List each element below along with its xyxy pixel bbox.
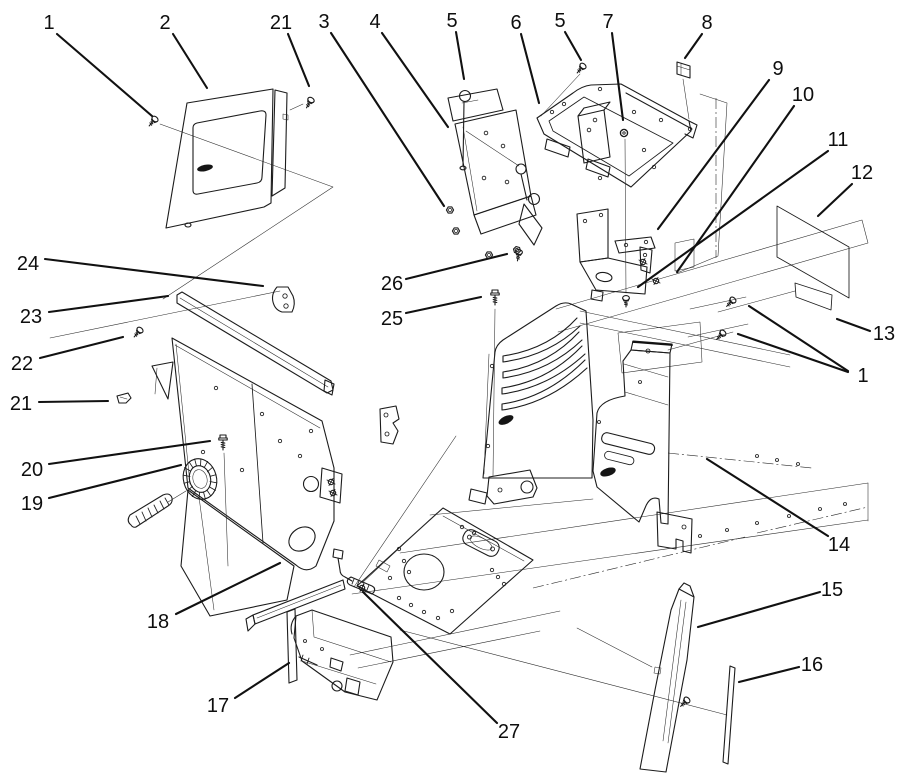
side-panel-14 (592, 340, 673, 525)
battery-tray-assembly (536, 61, 698, 294)
callout-25: 25 (381, 308, 403, 330)
clip-21-left (116, 392, 132, 404)
callout-26: 26 (381, 273, 403, 295)
leader-line-18 (174, 561, 282, 616)
callout-11: 11 (828, 129, 849, 151)
leader-line-22 (38, 335, 125, 360)
callout-15: 15 (821, 579, 843, 601)
callout-12: 12 (851, 162, 873, 184)
latch-rod-27 (332, 548, 376, 595)
toro-logo (197, 164, 213, 172)
callout-21: 21 (10, 393, 32, 415)
mount-bracket-assembly (445, 88, 543, 263)
leader-line-8 (683, 32, 704, 60)
leader-line-15 (696, 590, 822, 629)
toro-logo (600, 467, 616, 477)
cab-door-assembly (146, 88, 316, 229)
leader-line-6 (519, 32, 541, 105)
leader-line-1 (736, 332, 850, 374)
callout-19: 19 (21, 493, 43, 515)
callout-5: 5 (554, 10, 565, 32)
clip-21-glyph (303, 95, 316, 111)
toro-logo (498, 415, 514, 425)
lower-panel-18 (180, 489, 295, 617)
screw-22 (131, 325, 145, 340)
callout-2: 2 (159, 12, 170, 34)
callout-27: 27 (498, 721, 520, 743)
rear-panel-15 (639, 582, 695, 773)
seal-strip-16 (722, 665, 736, 765)
left-side-panel (171, 337, 343, 571)
latch-bracket (379, 405, 400, 445)
callout-1: 1 (857, 365, 868, 387)
leader-line-3 (329, 31, 446, 208)
frame-assembly-17 (245, 579, 394, 701)
callout-21: 21 (270, 12, 292, 34)
leader-lines (37, 30, 872, 725)
leader-line-7 (610, 31, 625, 122)
callout-24: 24 (17, 253, 39, 275)
leader-line-26 (404, 252, 509, 281)
screw-5-glyph (574, 61, 588, 76)
leader-line-4 (380, 31, 450, 129)
leader-line-19 (47, 463, 183, 500)
leader-line-5 (563, 30, 583, 62)
leader-line-5 (454, 30, 466, 81)
callout-14: 14 (828, 534, 850, 556)
leader-line-1 (55, 32, 154, 118)
callout-7: 7 (602, 11, 613, 33)
trim-strip-23 (176, 291, 335, 396)
leader-line-25 (404, 295, 483, 315)
leader-line-12 (816, 182, 854, 218)
small-flag-bracket (151, 361, 174, 400)
callout-20: 20 (21, 459, 43, 481)
leader-line-16 (737, 665, 801, 684)
callout-13: 13 (873, 323, 895, 345)
callout-6: 6 (510, 12, 521, 34)
bracket-24 (271, 286, 295, 313)
callout-4: 4 (369, 11, 380, 33)
grommet-19 (182, 458, 218, 500)
decal-12 (776, 205, 850, 299)
lower-support-bracket (576, 208, 661, 308)
floor-plate (356, 507, 534, 635)
leader-line-23 (47, 294, 170, 314)
callout-3: 3 (318, 11, 329, 33)
frame-rails (349, 452, 869, 669)
decal-13 (794, 282, 833, 311)
callout-16: 16 (801, 654, 823, 676)
callout-1: 1 (43, 12, 54, 34)
leader-line-27 (361, 590, 499, 725)
callout-18: 18 (147, 611, 169, 633)
leader-line-21 (286, 32, 311, 88)
clip-8 (676, 61, 691, 120)
leader-line-9 (656, 78, 771, 231)
leader-line-24 (43, 257, 265, 288)
callout-17: 17 (207, 695, 229, 717)
leader-line-11 (636, 149, 830, 289)
leader-line-14 (705, 457, 830, 538)
hood-screws (713, 295, 738, 343)
leader-line-20 (47, 439, 212, 466)
callout-9: 9 (772, 58, 783, 80)
grip-handle (127, 490, 187, 528)
leader-line-1 (747, 304, 850, 373)
leader-line-13 (835, 317, 872, 333)
leader-line-17 (233, 661, 291, 700)
bolt-7-glyph (619, 128, 629, 138)
leader-line-2 (171, 32, 209, 90)
louvered-panel (468, 302, 594, 505)
bolt-25 (490, 289, 500, 477)
callout-22: 22 (11, 353, 33, 375)
callout-23: 23 (20, 306, 42, 328)
callout-8: 8 (701, 12, 712, 34)
callout-5: 5 (446, 10, 457, 32)
screw-1-glyph (146, 114, 160, 129)
louvers (501, 317, 588, 411)
leader-line-21 (37, 399, 110, 404)
bolt-20 (218, 434, 229, 567)
callout-10: 10 (792, 84, 814, 106)
